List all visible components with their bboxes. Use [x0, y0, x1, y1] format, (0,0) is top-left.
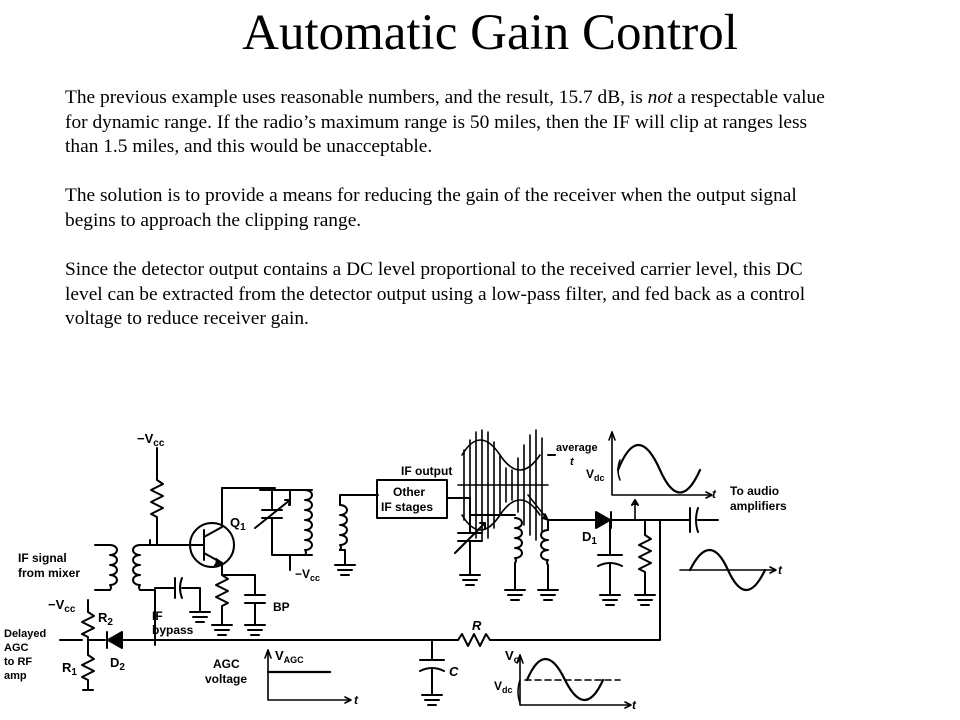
page-title: Automatic Gain Control — [242, 5, 738, 61]
body-text: The previous example uses reasonable num… — [65, 86, 825, 357]
vcc-left-label: −Vcc — [48, 597, 76, 615]
if-coupling-coil — [334, 494, 379, 576]
vcc-top-label: −Vcc — [137, 431, 165, 449]
agc-circuit-diagram: −Vcc IF signal from mixer −Vcc Q1 −Vcc I… — [4, 429, 787, 712]
detector-output-graph — [608, 431, 713, 499]
delayed-agc-network — [59, 599, 141, 691]
vo-label: Vo — [505, 648, 520, 666]
tank-circuit — [221, 487, 313, 571]
delayed-agc-label-3: to RF — [4, 656, 32, 668]
vdc-bottom-label: Vdc — [494, 679, 513, 695]
paragraph-1-emphasis: not — [647, 87, 673, 108]
bp-label: BP — [273, 600, 290, 614]
average-label: average — [556, 442, 598, 454]
vagc-t-label: t — [354, 693, 359, 707]
paragraph-1: The previous example uses reasonable num… — [65, 86, 825, 160]
r2-label: R2 — [98, 610, 113, 628]
paragraph-1-end: a respectable value for dynamic range. I… — [65, 87, 825, 158]
paragraph-1-start: The previous example uses reasonable num… — [65, 87, 648, 108]
paragraph-2: The solution is to provide a means for r… — [65, 185, 797, 231]
vagc-graph — [264, 649, 352, 704]
vcc-tank-label: −Vcc — [295, 567, 320, 583]
input-transformer — [94, 539, 156, 646]
other-if-label-2: IF stages — [381, 500, 433, 514]
r-label: R — [472, 618, 482, 633]
average-t-label: t — [570, 456, 575, 468]
vagc-label: VAGC — [275, 648, 304, 665]
agc-voltage-label-1: AGC — [213, 657, 240, 671]
d2-label: D2 — [110, 655, 125, 673]
r1-label: R1 — [62, 660, 77, 678]
detector-filter — [597, 499, 656, 606]
vo-graph — [516, 654, 632, 709]
other-if-label-1: Other — [393, 485, 425, 499]
circuit-labels: −Vcc IF signal from mixer −Vcc Q1 −Vcc I… — [4, 431, 787, 712]
audio-output-graph — [679, 549, 777, 591]
collector-resistor — [149, 454, 164, 546]
if-signal-label-1: IF signal — [18, 551, 67, 565]
transistor-q1 — [156, 487, 235, 568]
top-graph-t-label: t — [712, 487, 717, 501]
if-output-waveform — [457, 429, 549, 541]
output-coupling-capacitor — [689, 507, 719, 533]
d1-label: D1 — [582, 529, 597, 547]
c-label: C — [449, 664, 459, 679]
delayed-agc-label-4: amp — [4, 670, 27, 682]
if-bypass-label-1: IF — [152, 609, 163, 623]
delayed-agc-label-1: Delayed — [4, 628, 46, 640]
agc-feedback-path — [109, 519, 661, 706]
delayed-agc-label-2: AGC — [4, 642, 29, 654]
if-signal-label-2: from mixer — [18, 566, 80, 580]
vdc-top-label: Vdc — [586, 467, 605, 483]
detector-diode-d1 — [581, 511, 691, 529]
audio-t-label: t — [778, 563, 783, 577]
emitter-network — [154, 562, 266, 636]
to-audio-label-2: amplifiers — [730, 499, 787, 513]
to-audio-label-1: To audio — [730, 484, 779, 498]
vo-t-label: t — [632, 698, 637, 712]
if-bypass-label-2: bypass — [152, 623, 194, 637]
q1-label: Q1 — [230, 515, 246, 533]
if-output-label: IF output — [401, 464, 452, 478]
agc-voltage-label-2: voltage — [205, 672, 247, 686]
paragraph-3: Since the detector output contains a DC … — [65, 259, 806, 330]
